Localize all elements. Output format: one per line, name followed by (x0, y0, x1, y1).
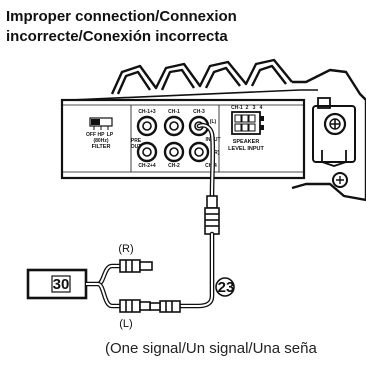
page-title: Improper connection/Connexion incorrecte… (6, 7, 362, 47)
filter-switch: OFF HP LP (80Hz) FILTER (86, 117, 114, 150)
title-line-1: Improper connection/Connexion (6, 8, 237, 25)
rca-jacks (136, 115, 210, 163)
r-marker: (R) (213, 150, 220, 156)
callout-23-circle (215, 277, 235, 297)
filter-off-label: OFF (86, 132, 96, 138)
filter-freq-label: (80Hz) (93, 138, 108, 144)
ch13-label: CH-1+3 (138, 109, 156, 115)
amp-front-panel (60, 98, 306, 180)
horizontal-rca-plug (149, 300, 181, 313)
amplifier: OFF HP LP (80Hz) FILTER (60, 58, 366, 202)
cable-23-run (177, 231, 215, 309)
ch24-label: CH-2+4 (138, 163, 156, 169)
filter-hp-label: HP (98, 132, 106, 138)
pre-label: PRE (131, 138, 142, 144)
out-label: OUT (131, 144, 142, 150)
jack-ch1 (163, 115, 185, 137)
speaker-ch2-label: 2 (246, 105, 249, 111)
jack-ch13 (136, 115, 158, 137)
plug-l-label: (L) (119, 318, 132, 330)
filter-label: FILTER (92, 144, 111, 150)
filter-lp-label: LP (107, 132, 114, 138)
end-cap-details (312, 97, 356, 188)
jack-ch2 (163, 141, 185, 163)
jack-ch24 (136, 141, 158, 163)
end-cap (291, 68, 366, 202)
speaker-level-connector (231, 111, 264, 135)
r-plug (119, 259, 153, 273)
speaker-label-line2: LEVEL INPUT (228, 146, 264, 152)
plug-r-label: (R) (118, 243, 133, 255)
amp-top-edge (69, 89, 318, 101)
ch1-label: CH-1 (168, 109, 180, 115)
source-unit-30: 30 (26, 268, 88, 300)
speaker-label-line1: SPEAKER (233, 139, 260, 145)
l-plug (119, 299, 151, 313)
speaker-ch1-label: CH-1 (231, 105, 243, 111)
screw-terminal-icon (323, 112, 347, 136)
callout-23: 23 (218, 279, 235, 296)
heatsink-fins (110, 58, 293, 95)
vertical-rca-plug (204, 195, 220, 235)
speaker-ch3-label: 3 (253, 105, 256, 111)
l-marker: (L) (210, 119, 217, 125)
ground-screw-icon (332, 172, 348, 188)
jack-ch4-right-input (188, 141, 210, 163)
speaker-ch4-label: 4 (260, 105, 263, 111)
ch3-label: CH-3 (193, 109, 205, 115)
y-cable: (R) (L) (86, 243, 153, 330)
caption: (One signal/Un signal/Una seña (105, 340, 317, 357)
title-line-2: incorrecte/Conexión incorrecta (6, 28, 228, 45)
ch2-label: CH-2 (168, 163, 180, 169)
callout-30: 30 (53, 276, 70, 293)
